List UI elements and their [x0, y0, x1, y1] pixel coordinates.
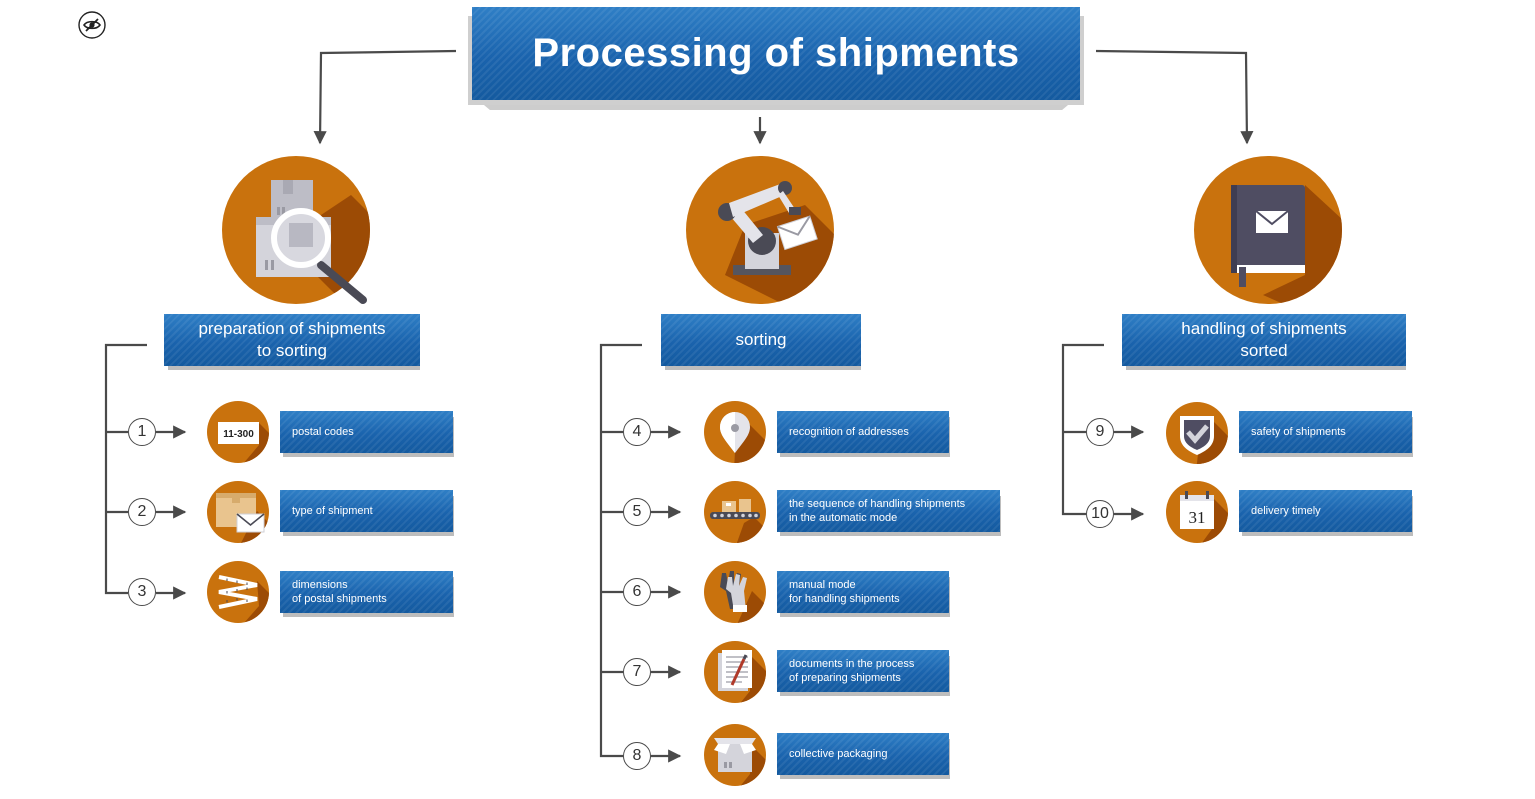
- category-handling-banner: handling of shipments sorted: [1122, 314, 1406, 366]
- document-pen-icon: [704, 641, 766, 703]
- postal-code-icon: 11-300: [207, 401, 269, 463]
- shield-check-icon: [1166, 402, 1228, 464]
- item-manual-mode: manual mode for handling shipments: [777, 571, 949, 613]
- gloves-icon: [704, 561, 766, 623]
- measuring-tape-icon: [207, 561, 269, 623]
- item-postal-codes: postal codes: [280, 411, 453, 453]
- item-safety-of-shipments: safety of shipments: [1239, 411, 1412, 453]
- item-dimensions: dimensions of postal shipments: [280, 571, 453, 613]
- robot-arm-icon: [686, 156, 834, 304]
- item-documents: documents in the process of preparing sh…: [777, 650, 949, 692]
- step-number-2: 2: [128, 498, 156, 526]
- item-delivery-timely: delivery timely: [1239, 490, 1412, 532]
- diagram-title: Processing of shipments: [472, 7, 1080, 100]
- postal-code-text: 11-300: [223, 429, 254, 440]
- box-envelope-icon: [207, 481, 269, 543]
- item-type-of-shipment: type of shipment: [280, 490, 453, 532]
- book-envelope-icon: [1194, 156, 1342, 304]
- item-collective-packaging: collective packaging: [777, 733, 949, 775]
- conveyor-icon: [704, 481, 766, 543]
- package-icon: [704, 724, 766, 786]
- calendar-day-text: 31: [1189, 508, 1206, 527]
- step-number-9: 9: [1086, 418, 1114, 446]
- item-sequence-automatic: the sequence of handling shipments in th…: [777, 490, 1000, 532]
- step-number-10: 10: [1086, 500, 1114, 528]
- box-magnifier-icon: [222, 156, 370, 304]
- step-number-6: 6: [623, 578, 651, 606]
- step-number-5: 5: [623, 498, 651, 526]
- category-preparation-banner: preparation of shipments to sorting: [164, 314, 420, 366]
- step-number-3: 3: [128, 578, 156, 606]
- item-recognition-of-addresses: recognition of addresses: [777, 411, 949, 453]
- calendar-icon: 31: [1166, 481, 1228, 543]
- location-pin-icon: [704, 401, 766, 463]
- step-number-7: 7: [623, 658, 651, 686]
- step-number-8: 8: [623, 742, 651, 770]
- category-sorting-banner: sorting: [661, 314, 861, 366]
- step-number-4: 4: [623, 418, 651, 446]
- step-number-1: 1: [128, 418, 156, 446]
- title-banner-shadow: [478, 100, 1074, 110]
- eye-slash-icon[interactable]: [78, 11, 106, 39]
